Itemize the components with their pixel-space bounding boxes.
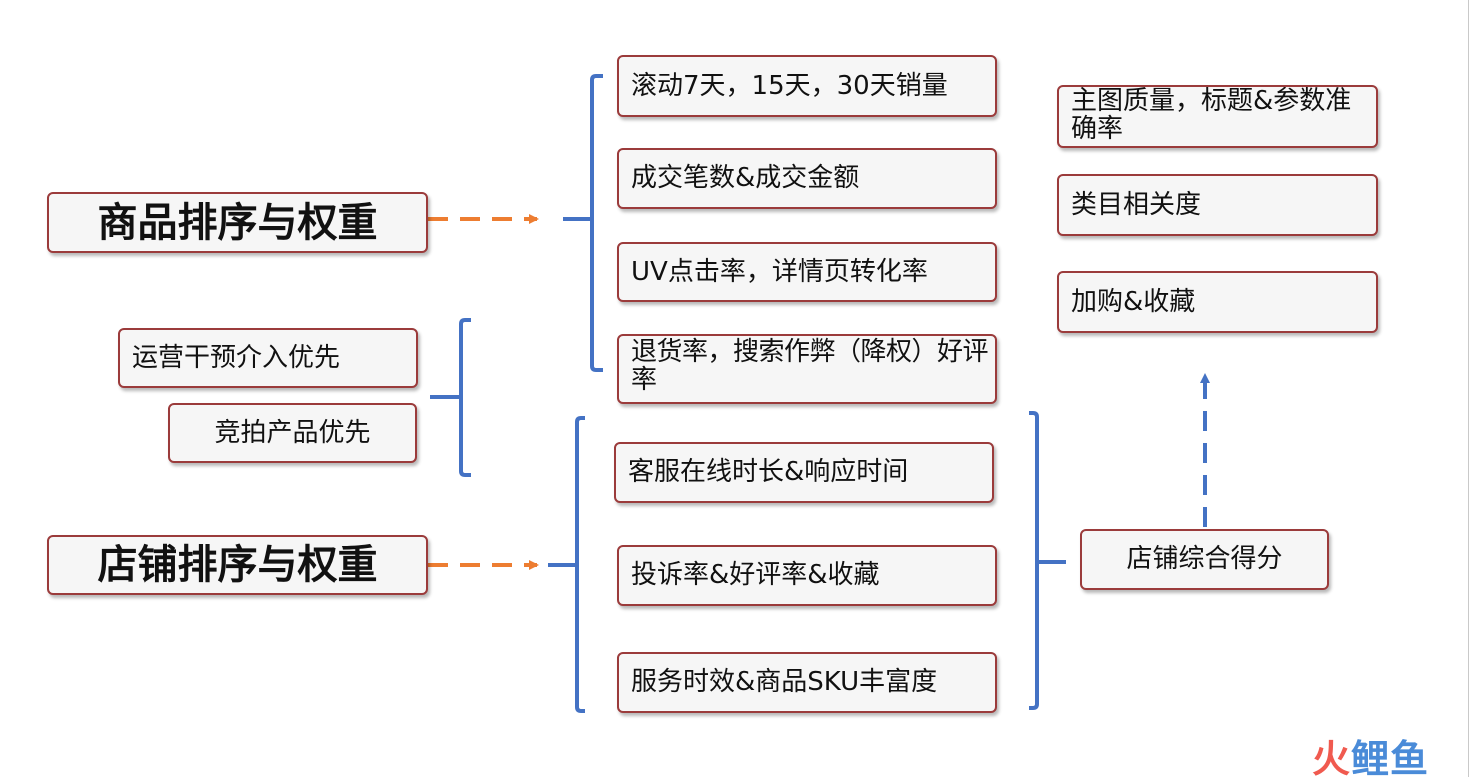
image-title-quality-node: 主图质量，标题&参数准确率 (1057, 85, 1378, 148)
ops-intervention-node: 运营干预介入优先 (118, 328, 418, 388)
ctr-conversion-node: UV点击率，详情页转化率 (617, 242, 997, 302)
store-score-node: 店铺综合得分 (1080, 529, 1329, 590)
store-score-bracket (1029, 411, 1066, 710)
watermark-logo: 火鲤鱼 (1312, 728, 1429, 783)
watermark-part-1: 火 (1312, 737, 1352, 781)
service-online-node: 客服在线时长&响应时间 (614, 442, 994, 503)
product-ranking-node: 商品排序与权重 (47, 192, 428, 253)
store-factors-bracket (548, 416, 585, 713)
product-factors-bracket (563, 74, 603, 372)
auction-product-node: 竞拍产品优先 (168, 403, 417, 463)
complaint-rate-node: 投诉率&好评率&收藏 (617, 545, 997, 606)
service-timeliness-node: 服务时效&商品SKU丰富度 (617, 652, 997, 713)
return-rate-node: 退货率，搜索作弊（降权）好评率 (617, 334, 997, 404)
cart-favorite-node: 加购&收藏 (1057, 271, 1378, 333)
category-relevance-node: 类目相关度 (1057, 174, 1378, 236)
sales-volume-node: 滚动7天，15天，30天销量 (617, 55, 997, 117)
order-amount-node: 成交笔数&成交金额 (617, 148, 997, 209)
left-nodes-bracket (430, 318, 471, 477)
watermark-part-2: 鲤鱼 (1351, 737, 1430, 781)
page-edge-divider (1468, 0, 1469, 777)
store-ranking-node: 店铺排序与权重 (47, 535, 428, 595)
